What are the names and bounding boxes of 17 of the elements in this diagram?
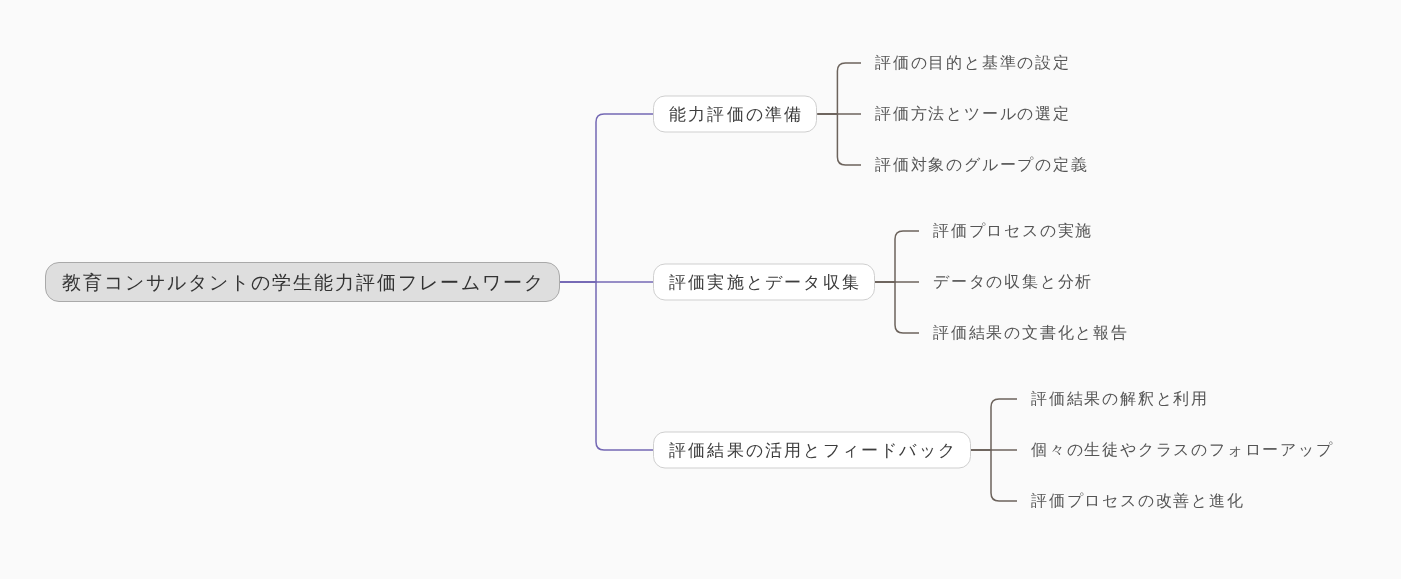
branch-line: [559, 281, 654, 451]
subtopic-label: データの収集と分析: [933, 270, 1094, 294]
branch-line: [816, 113, 862, 166]
subtopic-label: 個々の生徒やクラスのフォローアップ: [1031, 438, 1334, 462]
subtopic-label: 評価対象のグループの定義: [875, 153, 1089, 177]
branch-line: [874, 281, 920, 334]
subtopic-label: 評価結果の解釈と利用: [1031, 387, 1209, 411]
central-topic: 教育コンサルタントの学生能力評価フレームワーク: [45, 262, 560, 302]
subtopic-label: 評価の目的と基準の設定: [875, 51, 1071, 75]
branch-line: [970, 449, 1018, 502]
main-topic: 評価結果の活用とフィードバック: [653, 431, 971, 469]
subtopic-label: 評価結果の文書化と報告: [933, 321, 1129, 345]
subtopic-label: 評価プロセスの実施: [933, 219, 1094, 243]
subtopic-label: 評価プロセスの改善と進化: [1031, 489, 1245, 513]
main-topic: 評価実施とデータ収集: [653, 263, 875, 301]
main-topic: 能力評価の準備: [653, 95, 818, 133]
subtopic-label: 評価方法とツールの選定: [875, 102, 1071, 126]
